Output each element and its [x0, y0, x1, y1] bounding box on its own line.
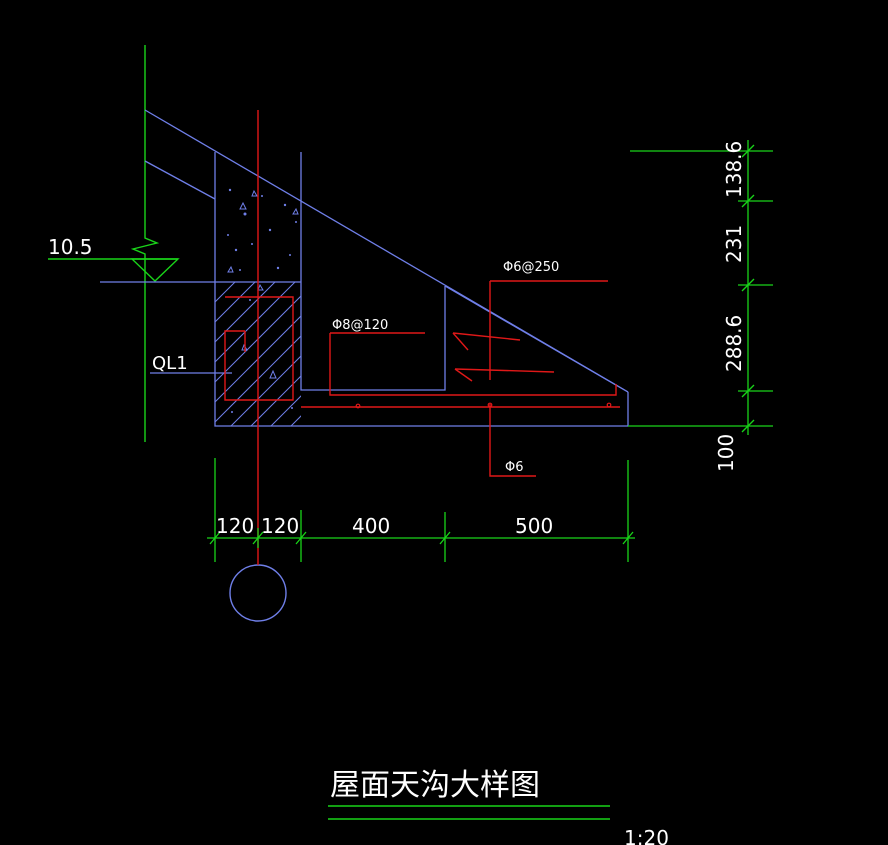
slope-bar-lower-hook	[454, 368, 473, 382]
dimension-horizontal-3: 400	[352, 514, 390, 538]
drawing-title: 屋面天沟大样图	[330, 768, 540, 803]
slope-bar-upper-hook	[452, 332, 469, 351]
drawing-scale: 1:20	[624, 826, 669, 845]
elevation-symbol	[130, 258, 180, 282]
gutter-inner-profile	[300, 152, 446, 391]
outer-slope	[444, 285, 629, 393]
rebar-label-middle: Φ8@120	[332, 318, 388, 333]
rebar-label-bottom: Φ6	[505, 460, 524, 475]
beam-stirrup	[224, 296, 294, 401]
rebar-dots	[355, 402, 612, 409]
gutter-bottom-bar	[329, 333, 617, 396]
concrete-stipple	[227, 188, 297, 413]
dimension-vertical-3: 288.6	[722, 315, 746, 372]
gutter-outline	[100, 109, 629, 427]
dimension-horizontal-1: 120	[216, 514, 254, 538]
slope-bar-upper	[452, 332, 521, 341]
dimension-vertical-4: 100	[714, 434, 738, 472]
dimension-horizontal-2: 120	[261, 514, 299, 538]
rebar-layer	[224, 110, 620, 565]
wall-break-line	[130, 45, 160, 442]
aggregate-triangles	[227, 189, 299, 379]
dimension-vertical-2: 231	[722, 225, 746, 263]
dimension-horizontal-4: 500	[515, 514, 553, 538]
roof-slab-bottom	[144, 160, 216, 200]
dimension-vertical-1: 138.6	[722, 141, 746, 198]
title-underline	[328, 805, 610, 820]
gutter-bottom	[214, 152, 629, 427]
bottom-bar-leader	[489, 404, 536, 477]
horizontal-dimension-line	[207, 458, 635, 562]
rebar-label-top: Φ6@250	[503, 260, 559, 275]
vertical-dimension-line	[628, 140, 773, 435]
beam-label: QL1	[152, 353, 188, 374]
slope-bar-lower	[454, 368, 555, 373]
wall-and-elevation	[48, 45, 180, 442]
elevation-value: 10.5	[48, 235, 93, 259]
